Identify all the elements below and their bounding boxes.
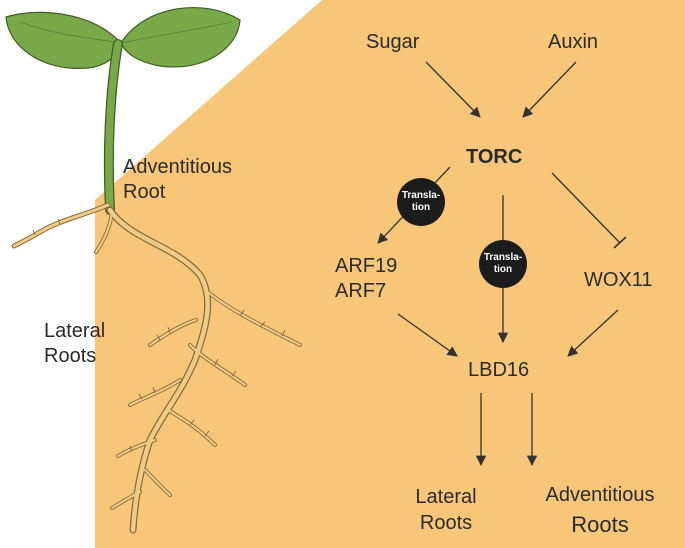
adventitious-root-label: Adventitious Root <box>123 156 232 203</box>
root-system <box>12 203 302 533</box>
sugar-label: Sugar <box>366 31 420 53</box>
arrow-auxin-to-torc <box>522 61 577 118</box>
output-adventitious-roots: Adventitious Roots <box>545 484 655 537</box>
wox11-label: WOX11 <box>584 269 653 291</box>
torc-label: TORC <box>466 146 523 168</box>
inhibit-torc-wox11 <box>551 172 621 244</box>
translation-badge-lbd16: Transla- tion <box>479 240 527 288</box>
seedling-illustration <box>5 6 302 534</box>
arf7-label: ARF7 <box>335 280 387 302</box>
lateral-roots-label: Lateral Roots <box>44 320 106 367</box>
arf19-label: ARF19 <box>335 255 398 277</box>
left-leaf <box>5 11 122 69</box>
arrow-wox11-to-lbd16 <box>567 309 619 357</box>
auxin-label: Auxin <box>548 31 599 53</box>
arrow-arf-to-lbd16 <box>397 313 458 357</box>
panel-fade <box>95 200 265 548</box>
lbd16-label: LBD16 <box>468 359 530 381</box>
inhibit-bar-wox11 <box>613 236 627 249</box>
translation-badge-arf: Transla- tion <box>397 178 445 226</box>
right-leaf <box>120 6 241 68</box>
arrow-sugar-to-torc <box>425 61 481 118</box>
output-lateral-roots: Lateral Roots <box>415 486 477 534</box>
